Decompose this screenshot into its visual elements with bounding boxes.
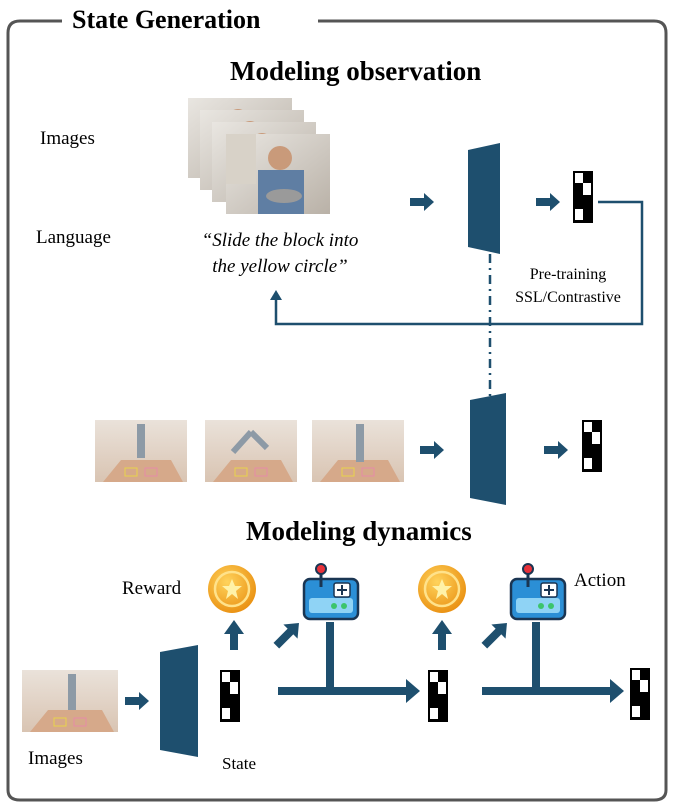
action-label: Action	[574, 570, 626, 591]
arrow-state-to-action	[273, 623, 299, 649]
dynamics-heading: Modeling dynamics	[246, 516, 472, 546]
transition-arrow-2	[482, 622, 624, 703]
pretraining-label: Pre-training	[529, 266, 607, 283]
reward-coin-icon	[208, 565, 256, 613]
observation-heading: Modeling observation	[230, 56, 482, 86]
arrow-to-encoder	[410, 193, 434, 211]
dynamics-encoder	[160, 645, 198, 757]
video-frames-stack	[188, 98, 330, 214]
images-label-dynamics: Images	[28, 748, 83, 769]
images-label: Images	[40, 128, 95, 149]
state-label: State	[222, 754, 256, 773]
reward-label: Reward	[122, 578, 182, 599]
arrow-state-to-action-2	[481, 623, 507, 649]
action-controller-icon-2	[509, 563, 567, 621]
arrow-to-state	[536, 193, 560, 211]
loop-arrowhead	[270, 290, 282, 300]
language-label: Language	[36, 227, 111, 248]
arrow-to-state-2	[544, 441, 568, 459]
instruction-quote-line1: “Slide the block into	[201, 230, 359, 251]
state-token-t1	[428, 670, 448, 722]
state-token-t2	[630, 668, 650, 720]
section-frame	[6, 19, 668, 802]
ssl-contrastive-label: SSL/Contrastive	[515, 289, 621, 306]
transition-arrow-1	[278, 622, 420, 703]
reward-coin-icon-2	[418, 565, 466, 613]
input-image	[22, 670, 118, 732]
action-controller-icon	[302, 563, 360, 621]
arrow-state-to-reward-2	[432, 620, 452, 650]
section-title: State Generation	[72, 5, 261, 34]
instruction-quote-line2: the yellow circle”	[212, 256, 348, 277]
robot-frames-row	[95, 420, 404, 482]
observation-state-token	[573, 171, 593, 223]
arrow-to-encoder-2	[420, 441, 444, 459]
observation-encoder	[468, 143, 500, 254]
state-token-t0	[220, 670, 240, 722]
shared-encoder	[470, 393, 506, 505]
pretraining-loop-line	[274, 200, 644, 326]
encoded-state-token	[582, 420, 602, 472]
arrow-image-to-encoder	[125, 692, 149, 710]
arrow-state-to-reward	[224, 620, 244, 650]
